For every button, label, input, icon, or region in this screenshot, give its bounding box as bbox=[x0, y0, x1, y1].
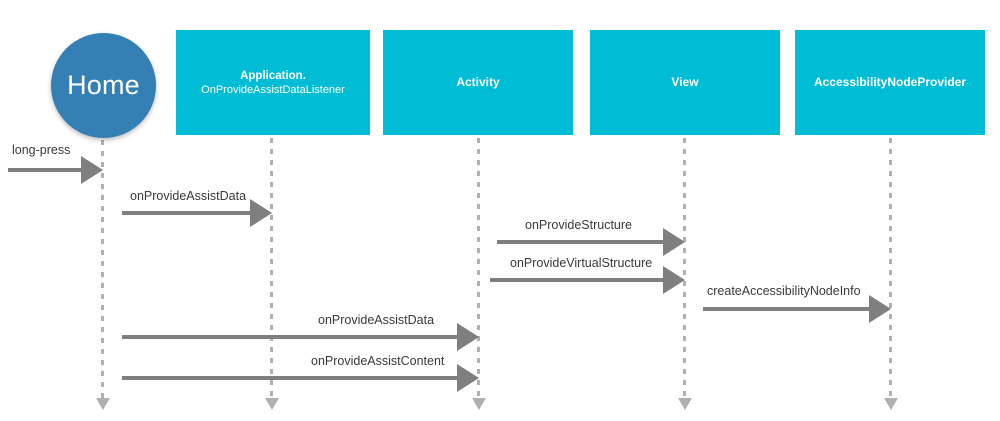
message-label-on-provide-virtual-structure: onProvideVirtualStructure bbox=[510, 256, 653, 270]
message-line-create-accessibility-node-info bbox=[703, 307, 869, 311]
lifeline-end-arrow-home bbox=[96, 398, 110, 410]
lifeline-application bbox=[270, 138, 273, 398]
message-line-on-provide-structure bbox=[497, 240, 663, 244]
message-line-long-press bbox=[8, 168, 81, 172]
actor-label-primary-application: Application. bbox=[240, 69, 306, 82]
message-label-on-provide-structure: onProvideStructure bbox=[525, 218, 633, 232]
actor-label-wrap-application: Application.OnProvideAssistDataListener bbox=[201, 69, 345, 97]
message-arrowhead-on-provide-virtual-structure bbox=[663, 266, 685, 294]
message-label-on-provide-assist-data-1: onProvideAssistData bbox=[130, 189, 247, 203]
actor-label-wrap-activity: Activity bbox=[456, 75, 499, 90]
message-arrowhead-on-provide-structure bbox=[663, 228, 685, 256]
actor-label-home: Home bbox=[67, 70, 140, 100]
message-line-on-provide-virtual-structure bbox=[490, 278, 663, 282]
message-label-on-provide-assist-data-2: onProvideAssistData bbox=[318, 313, 435, 327]
message-line-on-provide-assist-content bbox=[122, 376, 457, 380]
actor-label-wrap-view: View bbox=[671, 75, 698, 90]
actor-accessibilitynodeprovider[interactable]: AccessibilityNodeProvider bbox=[795, 30, 985, 135]
actor-application[interactable]: Application.OnProvideAssistDataListener bbox=[176, 30, 370, 135]
actor-home[interactable]: Home bbox=[51, 33, 156, 138]
actor-activity[interactable]: Activity bbox=[383, 30, 573, 135]
message-line-on-provide-assist-data-1 bbox=[122, 211, 250, 215]
message-line-on-provide-assist-data-2 bbox=[122, 335, 457, 339]
message-label-long-press: long-press bbox=[12, 143, 71, 157]
actor-label-secondary-application: OnProvideAssistDataListener bbox=[201, 83, 345, 96]
message-arrowhead-on-provide-assist-data-1 bbox=[250, 199, 272, 227]
message-arrowhead-create-accessibility-node-info bbox=[869, 295, 891, 323]
lifeline-end-arrow-application bbox=[265, 398, 279, 410]
message-label-create-accessibility-node-info: createAccessibilityNodeInfo bbox=[707, 284, 861, 298]
lifeline-activity bbox=[477, 138, 480, 398]
message-arrowhead-long-press bbox=[81, 156, 103, 184]
actor-label-activity: Activity bbox=[456, 75, 500, 89]
message-arrowhead-on-provide-assist-data-2 bbox=[457, 323, 479, 351]
actor-label-view: View bbox=[671, 75, 699, 89]
message-label-on-provide-assist-content: onProvideAssistContent bbox=[311, 354, 445, 368]
actor-label-wrap-accessibilitynodeprovider: AccessibilityNodeProvider bbox=[814, 75, 966, 90]
actor-view[interactable]: View bbox=[590, 30, 780, 135]
lifeline-end-arrow-accessibilitynodeprovider bbox=[884, 398, 898, 410]
lifeline-home bbox=[101, 140, 104, 398]
lifeline-accessibilitynodeprovider bbox=[889, 138, 892, 398]
lifeline-end-arrow-view bbox=[678, 398, 692, 410]
lifeline-end-arrow-activity bbox=[472, 398, 486, 410]
message-arrowhead-on-provide-assist-content bbox=[457, 364, 479, 392]
actor-label-accessibilitynodeprovider: AccessibilityNodeProvider bbox=[813, 75, 967, 89]
